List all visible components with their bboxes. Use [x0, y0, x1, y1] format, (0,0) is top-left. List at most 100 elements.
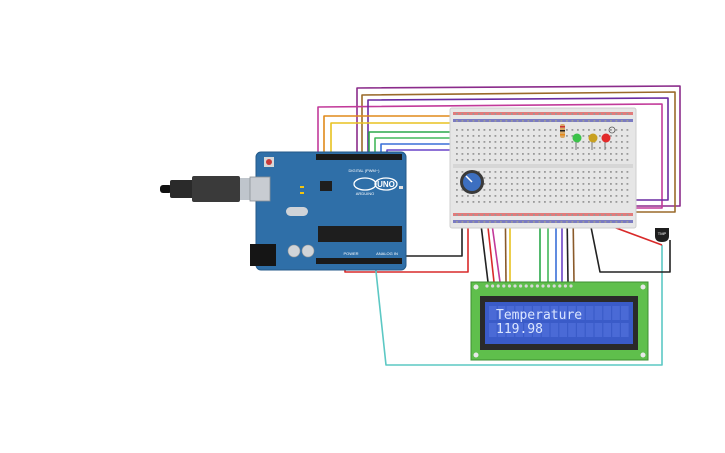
breadboard-hole	[555, 221, 557, 223]
breadboard-hole	[522, 177, 524, 179]
breadboard-hole	[615, 189, 618, 191]
wire-black-gnd[interactable]	[400, 222, 463, 257]
breadboard-hole	[577, 214, 579, 216]
breadboard-hole	[533, 141, 535, 143]
breadboard-hole	[571, 201, 574, 203]
breadboard-hole	[555, 153, 557, 155]
breadboard-hole	[483, 214, 486, 216]
breadboard-hole	[610, 221, 612, 223]
breadboard-hole	[544, 177, 546, 179]
temperature-sensor[interactable]: TMP	[655, 228, 669, 242]
breadboard-hole	[555, 171, 557, 173]
breadboard-hole	[555, 195, 557, 197]
breadboard-hole	[494, 135, 497, 137]
breadboard-hole	[571, 189, 574, 191]
breadboard-hole	[593, 195, 596, 197]
breadboard-hole	[604, 177, 607, 179]
digital-header[interactable]	[316, 154, 402, 160]
breadboard-hole	[593, 201, 596, 203]
breadboard-hole	[533, 113, 535, 115]
breadboard-hole	[593, 221, 596, 223]
breadboard-hole	[489, 221, 491, 223]
breadboard-hole	[500, 159, 502, 161]
breadboard-hole	[489, 195, 491, 197]
led-red[interactable]	[601, 133, 611, 151]
breadboard-hole	[566, 129, 568, 131]
breadboard-hole	[577, 129, 579, 131]
breadboard-hole	[489, 159, 491, 161]
breadboard-hole	[604, 214, 607, 216]
arduino-uno-board[interactable]: UNO ARDUINO DIGITAL (PWM~) POWER ANALOG …	[249, 151, 407, 271]
breadboard-hole	[560, 189, 563, 191]
breadboard-hole	[577, 147, 579, 149]
power-analog-header[interactable]	[316, 258, 402, 264]
breadboard-hole	[610, 177, 612, 179]
breadboard-hole	[615, 129, 618, 131]
breadboard-hole	[505, 135, 508, 137]
breadboard-hole	[500, 153, 502, 155]
breadboard-hole	[483, 129, 486, 131]
breadboard-hole	[582, 221, 585, 223]
breadboard-hole	[610, 120, 612, 122]
breadboard-hole	[483, 141, 486, 143]
breadboard-hole	[456, 153, 458, 155]
breadboard-hole	[483, 159, 486, 161]
breadboard-hole	[571, 171, 574, 173]
breadboard-hole	[494, 159, 497, 161]
wire-teal-analog[interactable]	[374, 245, 663, 366]
breadboard-hole	[500, 171, 502, 173]
breadboard-hole	[544, 183, 546, 185]
breadboard-hole	[467, 113, 469, 115]
breadboard-hole	[621, 201, 623, 203]
breadboard-hole	[566, 113, 568, 115]
breadboard-hole	[560, 171, 563, 173]
breadboard-hole	[527, 120, 530, 122]
breadboard-hole	[599, 120, 601, 122]
resistor[interactable]	[560, 124, 565, 138]
breadboard-hole	[494, 214, 497, 216]
wire-black-sensor[interactable]	[589, 221, 671, 273]
breadboard-hole	[456, 159, 458, 161]
breadboard-hole	[577, 177, 579, 179]
breadboard-hole	[478, 153, 480, 155]
breadboard-hole	[566, 153, 568, 155]
breadboard[interactable]	[449, 107, 637, 229]
breadboard-hole	[467, 214, 469, 216]
breadboard-hole	[566, 183, 568, 185]
breadboard-hole	[511, 195, 513, 197]
lcd-pin	[558, 284, 562, 288]
breadboard-hole	[577, 159, 579, 161]
breadboard-hole	[478, 141, 480, 143]
breadboard-hole	[527, 221, 530, 223]
breadboard-hole	[610, 113, 612, 115]
wire-purple-inner[interactable]	[367, 97, 669, 201]
breadboard-hole	[494, 201, 497, 203]
usb-cable[interactable]	[160, 176, 258, 202]
lcd-16x2[interactable]: Temperature 119.98	[470, 281, 649, 361]
breadboard-hole	[571, 141, 574, 143]
breadboard-hole	[516, 129, 519, 131]
breadboard-hole	[500, 135, 502, 137]
led-green[interactable]	[572, 133, 582, 151]
led-yellow[interactable]	[588, 133, 598, 151]
breadboard-hole	[610, 129, 612, 131]
breadboard-hole	[549, 171, 552, 173]
breadboard-hole	[505, 129, 508, 131]
breadboard-hole	[494, 221, 497, 223]
potentiometer[interactable]	[460, 170, 484, 194]
breadboard-hole	[555, 120, 557, 122]
breadboard-hole	[549, 135, 552, 137]
breadboard-hole	[522, 153, 524, 155]
breadboard-hole	[467, 141, 469, 143]
breadboard-hole	[604, 159, 607, 161]
breadboard-hole	[483, 120, 486, 122]
breadboard-hole	[571, 214, 574, 216]
breadboard-hole	[461, 129, 464, 131]
breadboard-hole	[560, 141, 563, 143]
breadboard-hole	[516, 201, 519, 203]
lcd-cell	[497, 323, 506, 337]
lcd-cell	[594, 306, 603, 320]
breadboard-hole	[593, 153, 596, 155]
breadboard-hole	[500, 113, 502, 115]
